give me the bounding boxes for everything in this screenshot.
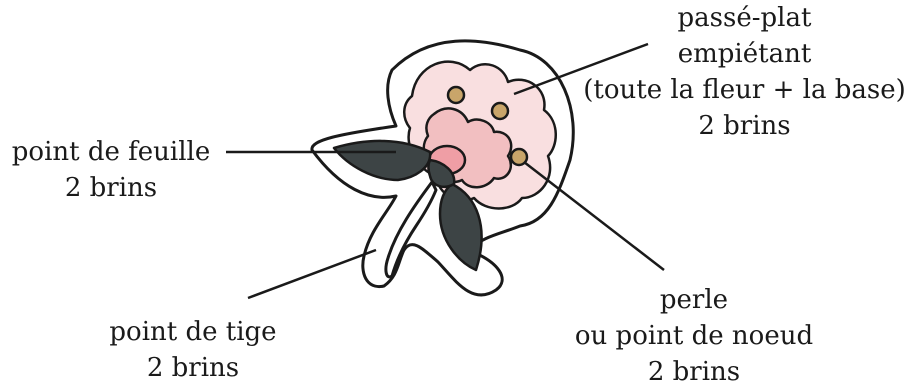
- bead-2: [492, 103, 508, 119]
- leaf-stitch-strands: 2 brins: [0, 170, 222, 206]
- leaf-stitch-name: point de feuille: [0, 134, 222, 170]
- stem-stitch-label: point de tige 2 brins: [98, 314, 288, 386]
- stem-leader-line: [248, 250, 376, 298]
- leaf-stitch-label: point de feuille 2 brins: [0, 134, 222, 206]
- stem-stitch-name: point de tige: [98, 314, 288, 350]
- stem-stitch-strands: 2 brins: [98, 350, 288, 386]
- fill-stitch-scope: (toute la fleur + la base): [580, 72, 909, 108]
- fill-stitch-name: passé-plat: [580, 0, 909, 36]
- knot-stitch-label: perle ou point de noeud 2 brins: [548, 282, 840, 390]
- knot-leader-line: [524, 162, 664, 270]
- fill-stitch-label: passé-plat empiétant (toute la fleur + l…: [580, 0, 909, 144]
- fill-stitch-strands: 2 brins: [580, 108, 909, 144]
- knot-stitch-alt: ou point de noeud: [548, 318, 840, 354]
- fill-stitch-variant: empiétant: [580, 36, 909, 72]
- knot-stitch-strands: 2 brins: [548, 354, 840, 390]
- knot-stitch-name: perle: [548, 282, 840, 318]
- bead-1: [448, 87, 464, 103]
